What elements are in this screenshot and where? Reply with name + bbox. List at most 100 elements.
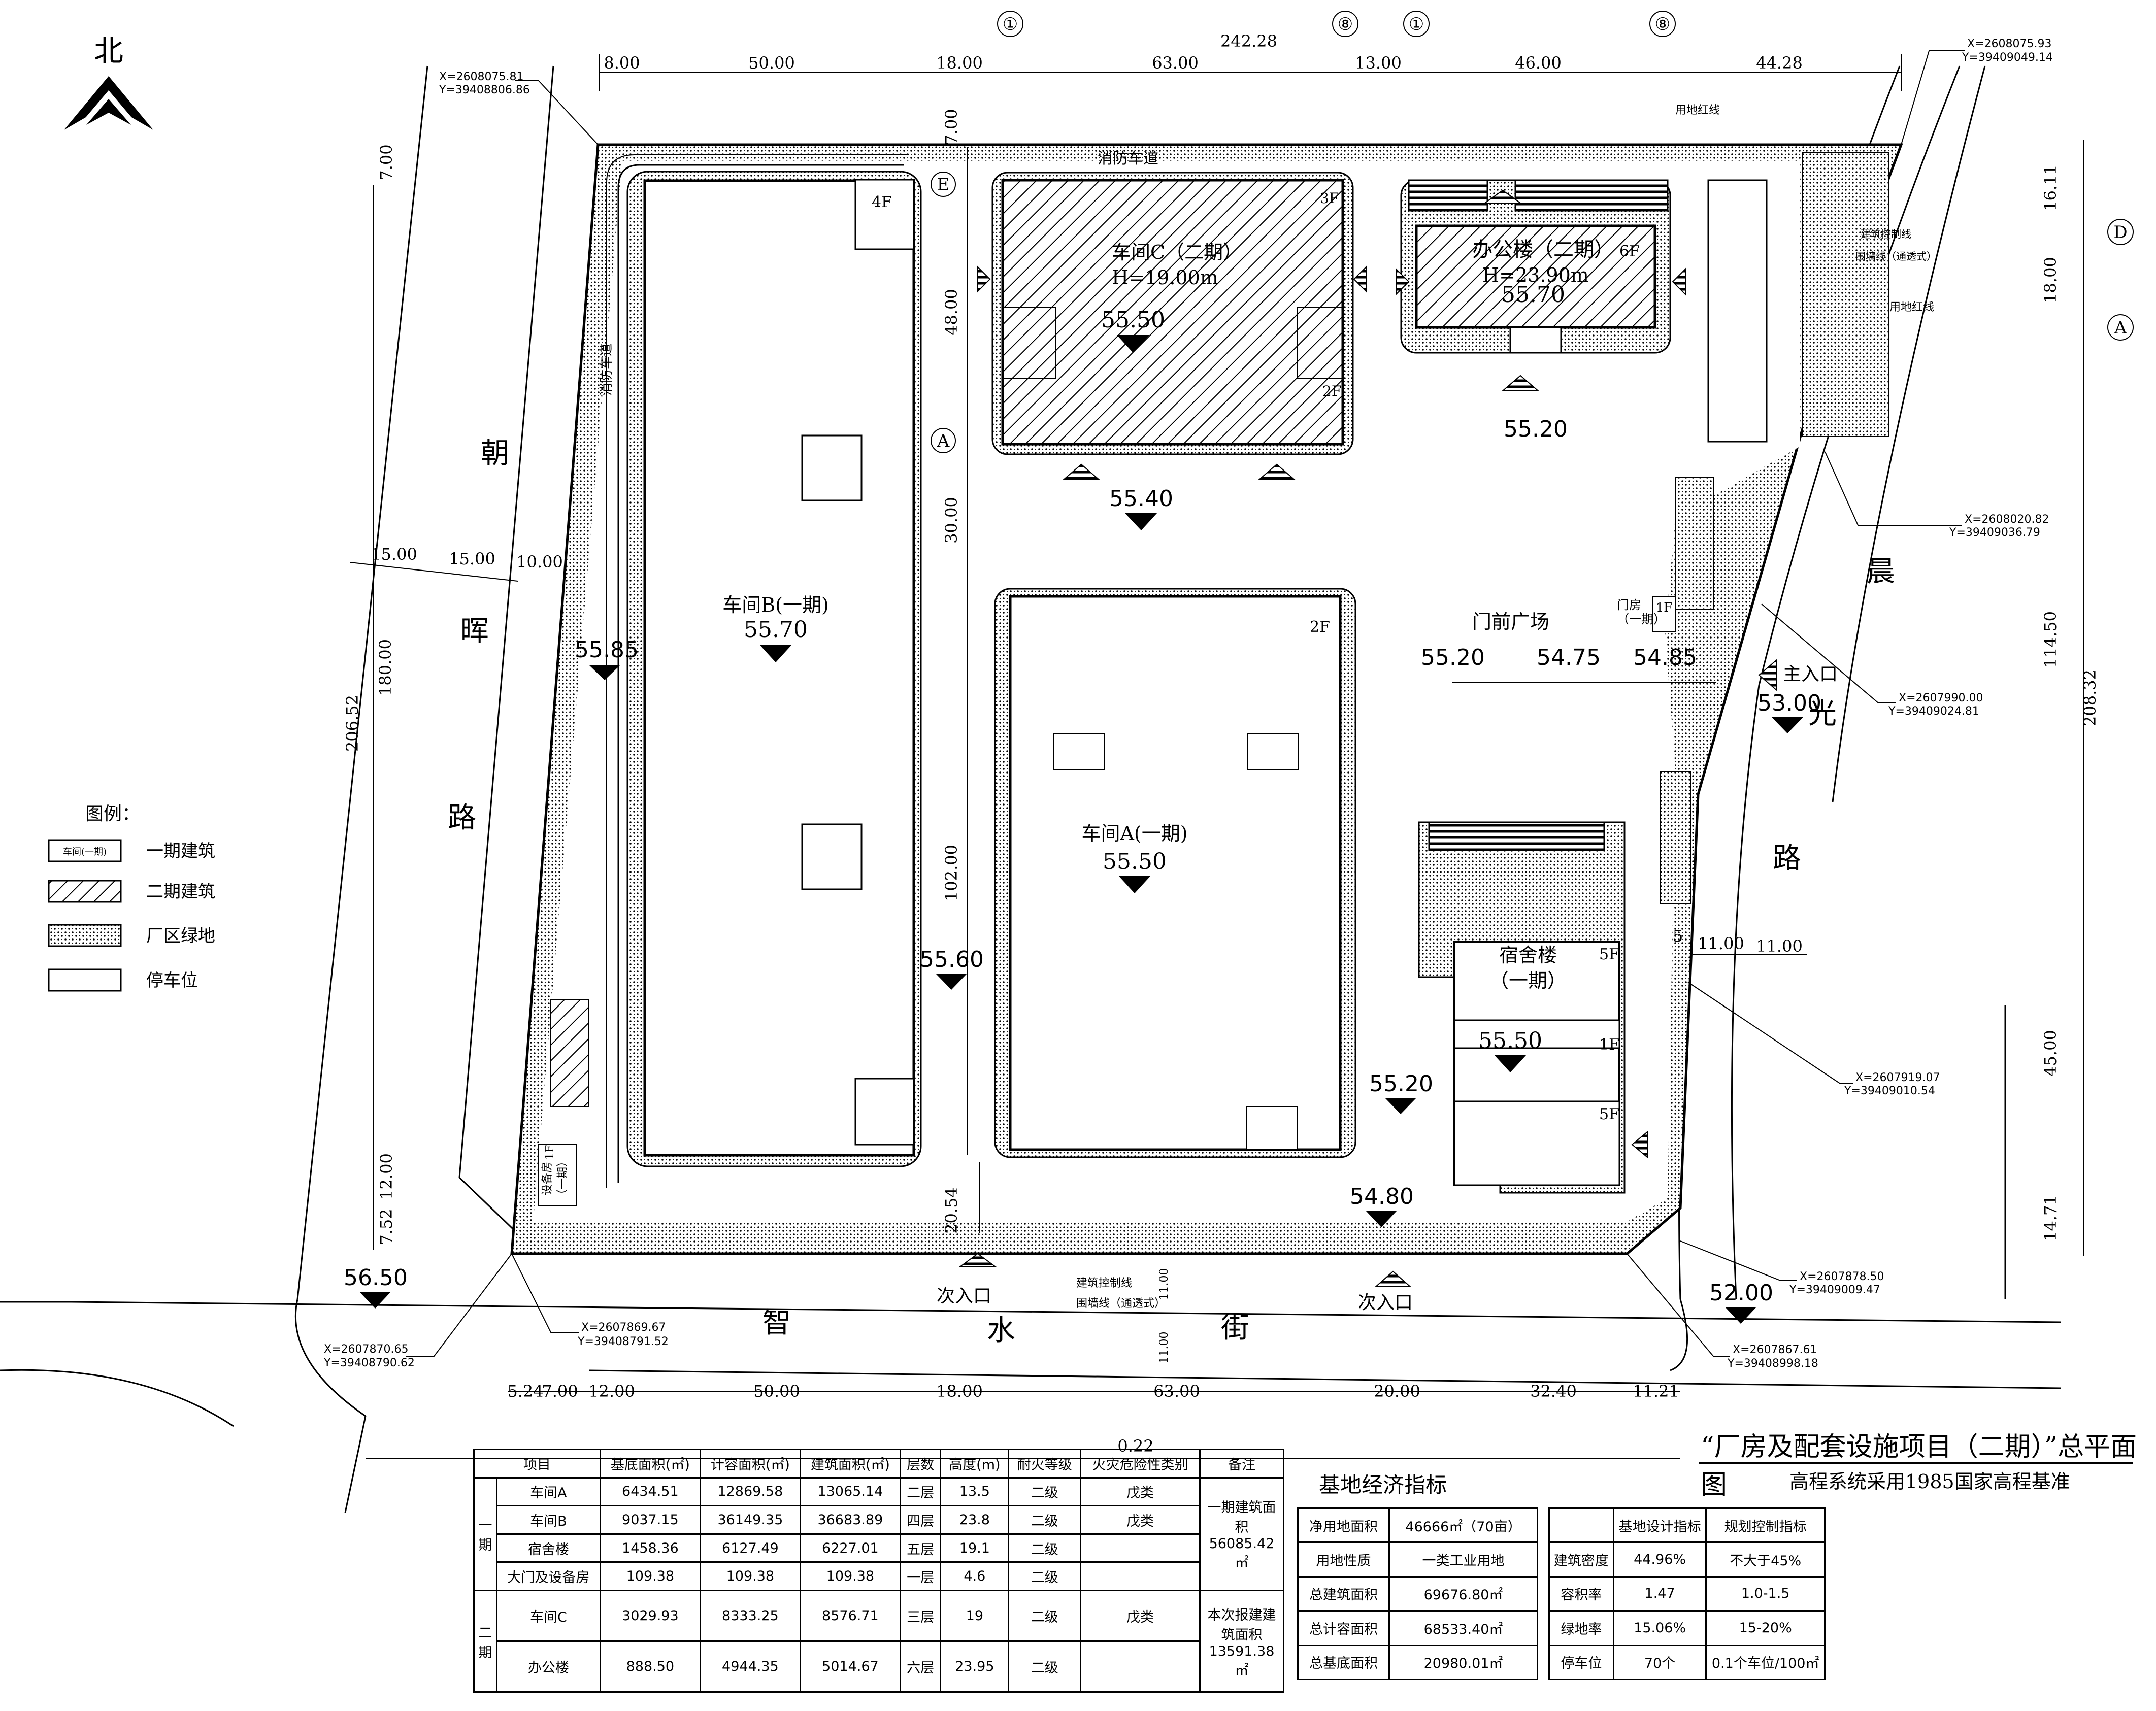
dt-r0c2: 不大于45% (1705, 1541, 1826, 1578)
workshop-b-name: 车间B(一期) (722, 594, 829, 616)
axis-a-right: A (2114, 318, 2127, 338)
st-r3c0: 总计容面积 (1297, 1610, 1390, 1646)
bottom-dim-5: 63.00 (1153, 1382, 1200, 1401)
st-r2c0: 总建筑面积 (1297, 1575, 1390, 1612)
right-dim-d1: 16.11 (2041, 164, 2060, 211)
bt-r2c3: 36683.89 (799, 1505, 901, 1535)
left-dim-inner: 180.00 (376, 639, 395, 696)
legend-label-3: 停车位 (146, 970, 198, 991)
equip-room-floors: 1F (544, 1145, 556, 1160)
bt-r3c5: 19.1 (940, 1533, 1010, 1563)
bt-h3: 建筑面积(㎡) (799, 1449, 901, 1479)
parking-ne (1707, 179, 1768, 443)
top-dim-2: 18.00 (936, 53, 983, 73)
wall-label-2: 围墙线（通透式） (1076, 1297, 1166, 1310)
bottom-dim-2: 12.00 (588, 1382, 635, 1401)
bt-r3c0: 宿舍楼 (496, 1533, 601, 1563)
dorm-elev: 55.50 (1478, 1028, 1542, 1054)
left-dim-outer: 206.52 (343, 695, 362, 752)
equip-room-phase: （一期） (556, 1156, 569, 1200)
inner-dims: 7.00 48.00 30.00 102.00 20.54 11.00 11.0… (942, 109, 1171, 1363)
bt-r5c4: 三层 (899, 1590, 942, 1642)
inner-dim-v1: 7.00 (942, 109, 961, 145)
inner-dim-v2: 48.00 (942, 289, 961, 336)
workshop-b: 4F 车间B(一期) 55.70 (626, 171, 922, 1167)
bottom-dim-3: 50.00 (753, 1382, 800, 1401)
coord-se-x: X=2607867.61 (1733, 1344, 1817, 1356)
bt-r6c1: 888.50 (599, 1640, 701, 1693)
office-name: 办公楼（二期） (1472, 238, 1614, 261)
axis-a8: ⑧ (1338, 14, 1353, 35)
bt-r6c3: 5014.67 (799, 1640, 901, 1693)
top-dims: 242.28 8.00 50.00 18.00 63.00 13.00 46.0… (604, 31, 1802, 73)
bt-r1c7: 戊类 (1080, 1477, 1201, 1507)
top-dim-5: 46.00 (1515, 53, 1562, 73)
left-dim-top: 7.00 (377, 144, 396, 180)
red-line-label-2: 用地红线 (1889, 301, 1934, 314)
bt-h7: 火灾危险性类别 (1080, 1449, 1201, 1479)
west-street-char-1: 晖 (460, 615, 489, 648)
bt-r1c1: 6434.51 (599, 1477, 701, 1507)
bt-r5c7: 戊类 (1080, 1590, 1201, 1642)
top-dim-3: 63.00 (1152, 53, 1199, 73)
workshop-a: 2F 车间A(一期) 55.50 (994, 588, 1356, 1158)
elev-0: 55.85 (575, 637, 639, 663)
bt-r5c0: 车间C (496, 1590, 601, 1642)
right-dim-d5: 14.71 (2041, 1195, 2060, 1242)
bt-h5: 高度(m) (940, 1449, 1010, 1479)
east-street-char-0: 晨 (1867, 555, 1895, 588)
bt-r2c4: 四层 (899, 1505, 942, 1535)
inner-dim-v3: 30.00 (942, 497, 961, 544)
fire-road-top-label: 消防车道 (1098, 150, 1158, 167)
inner-dim-s2: 11.00 (1158, 1332, 1171, 1364)
axis-a-left: A (937, 431, 950, 451)
dt-h2: 规划控制指标 (1705, 1507, 1826, 1544)
dorm-f1: 5F (1599, 946, 1619, 963)
bt-r6c0: 办公楼 (496, 1640, 601, 1693)
bottom-dim-6: 20.00 (1374, 1382, 1420, 1401)
dorm-name-2: （一期） (1489, 969, 1567, 992)
elev-11: 52.00 (1709, 1280, 1773, 1306)
st-r0c0: 净用地面积 (1297, 1507, 1390, 1544)
axis-d: D (2113, 222, 2127, 243)
axis-e: E (937, 175, 950, 195)
bt-r4c0: 大门及设备房 (496, 1561, 601, 1592)
dt-r3c2: 0.1个车位/100㎡ (1705, 1644, 1826, 1681)
bt-r6c7 (1080, 1640, 1201, 1693)
legend-sample-0: 车间(一期) (63, 847, 107, 857)
legend-label-2: 厂区绿地 (146, 926, 215, 946)
top-dim-4: 13.00 (1355, 53, 1402, 73)
bt-h2: 计容面积(㎡) (699, 1449, 801, 1479)
bt-r3c1: 1458.36 (599, 1533, 701, 1563)
left-dim-w3: 10.00 (516, 552, 563, 572)
bottom-dim-7: 32.40 (1530, 1382, 1577, 1401)
coord-sw1-x: X=2607869.67 (581, 1321, 666, 1334)
dt-h0 (1548, 1507, 1614, 1544)
axis-b8: ⑧ (1655, 14, 1670, 35)
bottom-dim-4: 18.00 (936, 1382, 983, 1401)
elev-5: 54.85 (1633, 645, 1697, 670)
bt-r2c2: 36149.35 (699, 1505, 801, 1535)
build-ctrl-label-2: 建筑控制线 (1076, 1277, 1132, 1290)
inner-dim-s1: 11.00 (1158, 1268, 1171, 1300)
coord-e1-x: X=2608020.82 (1965, 513, 2049, 526)
workshop-c-floors-bot: 2F (1322, 383, 1341, 399)
coord-sw2-y: Y=39408790.62 (323, 1357, 415, 1369)
top-dim-0: 8.00 (604, 53, 640, 73)
st-r4c1: 20980.01㎡ (1388, 1644, 1538, 1681)
right-dim-outer: 208.32 (2080, 669, 2100, 726)
left-dim-bottom1: 12.00 (377, 1153, 396, 1200)
workshop-c: 3F 2F 车间C（二期） H=19.00m 55.50 (991, 172, 1354, 455)
axis-b1: ① (1409, 14, 1424, 35)
right-dim-d2: 18.00 (2041, 257, 2060, 304)
equipment-room: 设备房 （一期） 1F (538, 1144, 577, 1206)
dt-r0c1: 44.96% (1612, 1541, 1707, 1578)
dt-r2c0: 绿地率 (1548, 1610, 1614, 1646)
legend-title: 图例： (85, 803, 140, 824)
left-dim-w1: 15.00 (371, 545, 417, 564)
dorm-name-1: 宿舍楼 (1499, 944, 1557, 966)
dormitory: 宿舍楼 （一期） 5F 1F 5F 55.50 (1418, 821, 1626, 1194)
right-dim-e1: 11.00 (1698, 934, 1744, 953)
